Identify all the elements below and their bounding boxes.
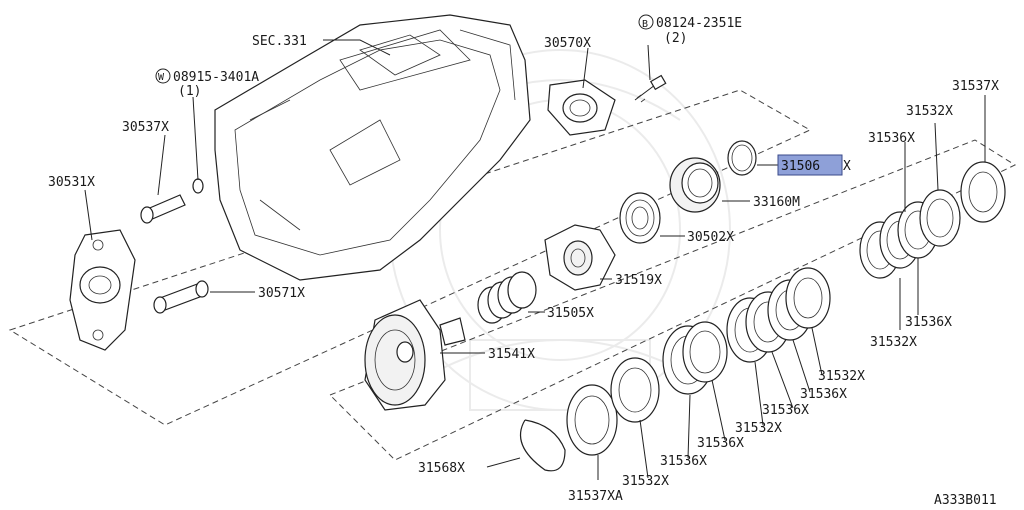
label-30502: 30502X — [687, 230, 734, 245]
clutch-plates-upper — [859, 161, 1006, 279]
leader-lines — [84, 39, 986, 480]
end-plate-31537XA — [566, 384, 618, 456]
label-33160: 33160M — [753, 195, 800, 210]
bolt-08124 — [634, 74, 667, 103]
clutch-plates-lower — [610, 267, 831, 423]
label-31519: 31519X — [615, 273, 662, 288]
label-31537-top: 31537X — [952, 79, 999, 94]
label-30537: 30537X — [122, 120, 169, 135]
label-31532-e: 31532X — [906, 104, 953, 119]
marker-b-circle — [638, 14, 654, 30]
label-bolt-b-qty: (2) — [664, 31, 687, 46]
snap-ring-31506 — [727, 140, 757, 176]
label-31541: 31541X — [488, 347, 535, 362]
transfer-case-housing — [214, 14, 531, 281]
clutch-drum-31541 — [364, 299, 466, 411]
label-sec331: SEC.331 — [252, 34, 307, 49]
label-31536-a: 31536X — [660, 454, 707, 469]
label-31536-f: 31536X — [868, 131, 915, 146]
label-31536-c: 31536X — [762, 403, 809, 418]
label-31536-b: 31536X — [697, 436, 744, 451]
label-31568: 31568X — [418, 461, 465, 476]
label-31532-a: 31532X — [622, 474, 669, 489]
label-31532-b: 31532X — [735, 421, 782, 436]
label-31536-d: 31536X — [800, 387, 847, 402]
label-31537xa: 31537XA — [568, 489, 623, 504]
label-31506-number: 31506 — [781, 159, 820, 174]
label-30531: 30531X — [48, 175, 95, 190]
label-bolt-b-marker: B — [642, 19, 648, 30]
label-washer-qty: (1) — [178, 84, 201, 99]
frame-left — [8, 89, 812, 426]
figure-code: A333B011 — [934, 493, 997, 508]
label-31536-e: 31536X — [905, 315, 952, 330]
bolt-30537 — [140, 194, 186, 224]
label-washer-marker: W — [158, 72, 165, 83]
washer-08915 — [192, 178, 204, 194]
frame-right — [329, 139, 1017, 461]
part-labels: SEC.331 30570X B 08124-2351E (2) W 08915… — [48, 16, 999, 508]
flange-30570 — [547, 79, 616, 136]
snap-ring-31568 — [519, 419, 566, 472]
cover-plate-30531 — [69, 229, 136, 351]
label-31505: 31505X — [547, 306, 594, 321]
label-30571: 30571X — [258, 286, 305, 301]
marker-w-circle — [155, 68, 171, 84]
bearing-30502 — [619, 192, 661, 244]
part-highlight-31506 — [777, 154, 843, 176]
label-31506-suffix: X — [843, 159, 851, 174]
label-bolt-b-code: 08124-2351E — [656, 16, 742, 31]
bolt-30571 — [153, 280, 209, 314]
spring-31505 — [477, 271, 537, 324]
hub-31519 — [544, 224, 616, 291]
label-31532-d: 31532X — [870, 335, 917, 350]
label-30570: 30570X — [544, 36, 591, 51]
label-washer-code: 08915-3401A — [173, 70, 259, 85]
oil-seal-33160 — [669, 157, 721, 213]
label-31532-c: 31532X — [818, 369, 865, 384]
